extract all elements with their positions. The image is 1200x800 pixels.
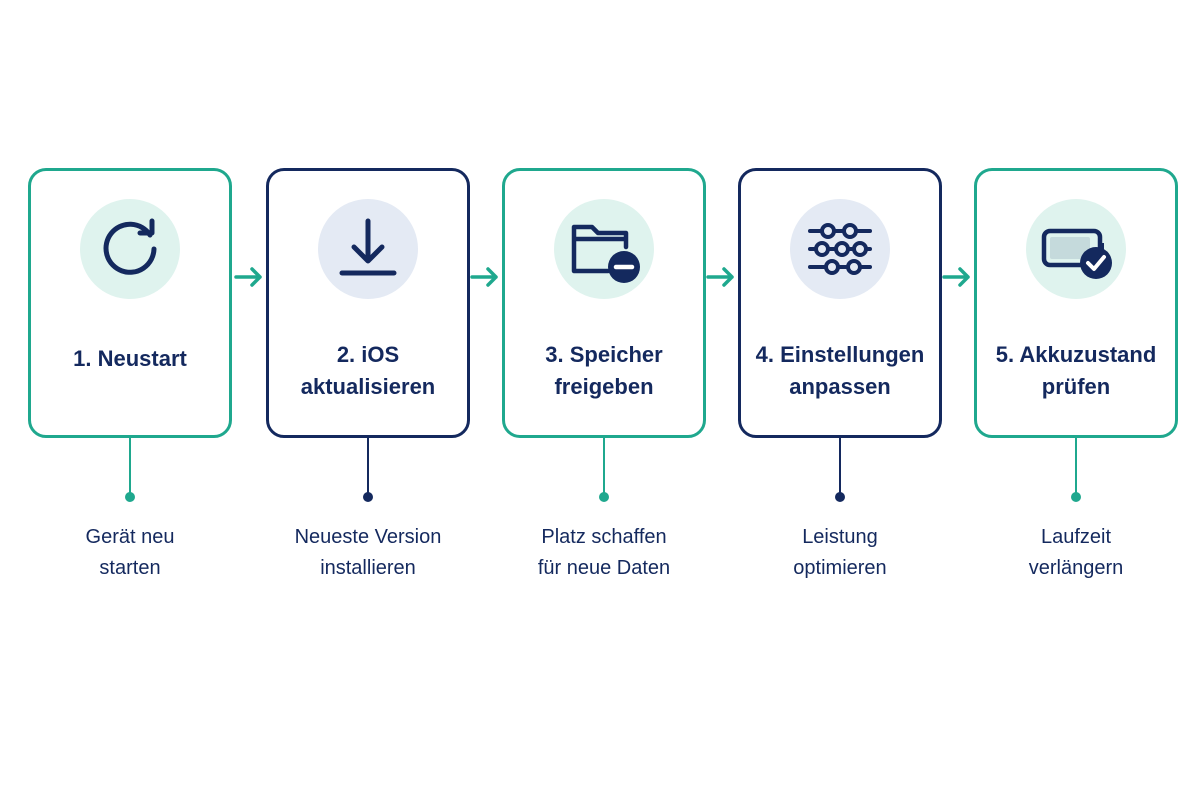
arrow-right-icon [470,267,498,287]
connector-dot [1071,492,1081,502]
connector-line [129,438,131,494]
step-description: Neueste Version installieren [294,526,442,579]
restart-icon [103,218,157,275]
arrow-right-icon [942,267,970,287]
connector-line [603,438,605,494]
battery-check-icon [1041,228,1112,279]
step-description: Laufzeit verlängern [1028,526,1124,579]
download-icon [339,218,397,276]
arrow-right-icon [234,267,262,287]
step-card-restart: 1. Neustart [28,168,232,438]
sliders-icon [808,223,872,275]
step-description: Leistung optimieren [793,526,887,579]
step-title: 2. iOS aktualisieren [300,342,436,399]
connector-line [367,438,369,494]
connector-line [1075,438,1077,494]
connector-dot [835,492,845,502]
icon-circle [318,199,418,299]
step-card-battery: 5. Akkuzustand prüfen [974,168,1178,438]
connector-dot [125,492,135,502]
connector-line [839,438,841,494]
icon-circle [80,199,180,299]
step-title: 5. Akkuzustand prüfen [995,342,1157,399]
step-card-ios-update: 2. iOS aktualisieren [266,168,470,438]
step-description: Platz schaffen für neue Daten [537,526,671,579]
folder-minus-icon [571,224,640,283]
step-description: Gerät neu starten [85,526,175,579]
connector-dot [599,492,609,502]
step-title: 4. Einstellungen anpassen [755,342,925,399]
step-card-storage: 3. Speicher freigeben [502,168,706,438]
step-card-settings: 4. Einstellungen anpassen [738,168,942,438]
icon-circle [554,199,654,299]
arrow-right-icon [706,267,734,287]
icon-circle [1026,199,1126,299]
step-title: 1. Neustart [73,346,187,371]
connector-dot [363,492,373,502]
icon-circle [790,199,890,299]
step-title: 3. Speicher freigeben [545,342,663,399]
